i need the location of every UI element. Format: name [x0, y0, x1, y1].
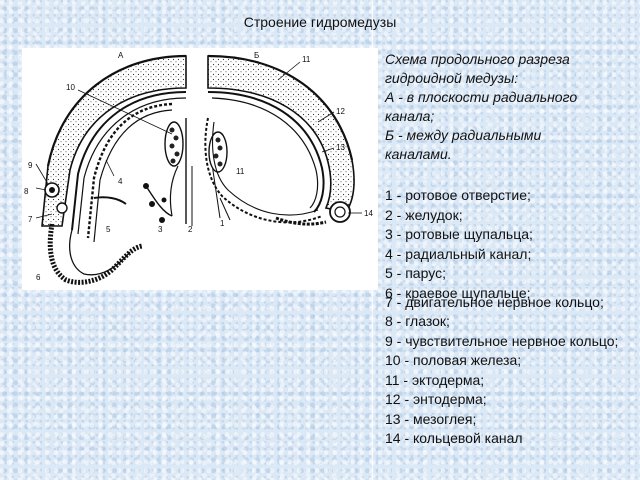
- medusa-section-figure: А Б 10 9 8 7 6 4 5 3 2 1 11 12: [22, 48, 378, 290]
- callout-1: 1: [220, 219, 225, 228]
- figure-caption: Схема продольного разреза гидроидной мед…: [385, 50, 635, 164]
- legend-item: 13 - мезоглея;: [385, 410, 477, 427]
- legend-item: 4 - радиальный канал;: [385, 245, 532, 262]
- legend-item: 12 - энтодерма;: [385, 391, 487, 407]
- callout-13: 13: [336, 143, 345, 152]
- legend-item: 11 - эктодерма;: [385, 371, 485, 388]
- legend-item: 14 - кольцевой канал: [385, 430, 523, 446]
- callout-4: 4: [118, 177, 123, 186]
- radial-canal-a: [86, 102, 173, 239]
- caption-line: Схема продольного разреза: [385, 51, 570, 67]
- ectoderm-outer-b: [207, 54, 354, 161]
- endoderm-band-a: [71, 91, 187, 231]
- panel-b: [204, 54, 355, 226]
- legend-item: 3 - ротовые щупальца;: [385, 226, 533, 242]
- slide-title: Строение гидромедузы: [243, 14, 397, 30]
- caption-line: канала;: [385, 108, 435, 124]
- callout-7: 7: [28, 215, 33, 224]
- callout-10: 10: [66, 83, 75, 92]
- gonad-a: [164, 121, 184, 167]
- caption-line: Б - между радиальными: [385, 127, 542, 143]
- legend-item: 2 - желудок;: [385, 206, 463, 223]
- legend-item: 9 - чувствительное нервное кольцо;: [385, 332, 619, 349]
- ectoderm-outer-a: [46, 54, 187, 167]
- callout-5: 5: [106, 225, 111, 234]
- callout-11-top: 11: [302, 55, 311, 64]
- bell-mesoglea-b: [207, 55, 355, 213]
- callout-8: 8: [24, 187, 29, 196]
- legend-item-overlap: 6 - краевое щупальце; 7 - двигательное н…: [385, 284, 640, 310]
- ring-canal-b: [329, 201, 351, 223]
- medusa-diagram: А Б 10 9 8 7 6 4 5 3 2 1 11 12: [24, 51, 373, 285]
- callout-2: 2: [188, 225, 193, 234]
- callout-12: 12: [336, 107, 345, 116]
- legend-list: 1 - ротовое отверстие; 2 - желудок; 3 - …: [385, 186, 640, 449]
- legend-item: 8 - глазок;: [385, 313, 450, 329]
- legend-item: 1 - ротовое отверстие;: [385, 187, 531, 203]
- panel-a: [41, 54, 221, 285]
- endoderm-band-b: [207, 91, 325, 213]
- leader-lines: [35, 61, 362, 219]
- panel-label-a: А: [118, 51, 124, 60]
- legend-item: 7 - двигательное нервное кольцо;: [385, 293, 604, 310]
- callout-9: 9: [28, 161, 33, 170]
- gonad-b: [208, 131, 228, 173]
- legend-item: 10 - половая железа;: [385, 352, 522, 368]
- panel-label-b: Б: [254, 51, 259, 60]
- legend-item: 5 - парус;: [385, 265, 446, 281]
- caption-line: гидроидной медузы:: [385, 70, 519, 86]
- velum-b: [275, 216, 327, 226]
- callout-14: 14: [364, 209, 373, 218]
- callout-11-inner: 11: [236, 167, 245, 176]
- legend-item: 6 - краевое щупальце;: [385, 284, 531, 301]
- callout-6: 6: [36, 273, 41, 282]
- velum-a: [93, 196, 127, 205]
- subumbrella-b: [204, 117, 323, 224]
- caption-line: А - в плоскости радиального: [385, 89, 578, 105]
- caption-line: каналами.: [385, 146, 452, 162]
- margin-a: [44, 182, 68, 214]
- oral-tentacles-a: [143, 183, 173, 223]
- callout-3: 3: [158, 225, 163, 234]
